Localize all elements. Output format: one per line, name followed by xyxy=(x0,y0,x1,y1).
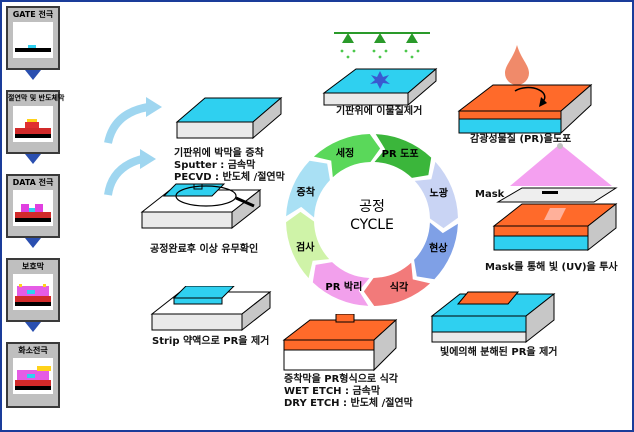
caption-etch-line1: 증착막을 PR형식으로 식각 xyxy=(284,374,398,385)
cycle-segment-label: 식각 xyxy=(390,280,409,293)
cycle-segment xyxy=(312,262,370,306)
cycle-segment-label: PR 박리 xyxy=(325,280,362,293)
develop-illustration xyxy=(430,291,556,344)
cycle-segment-label: 현상 xyxy=(429,242,448,255)
down-arrow-icon xyxy=(25,154,41,164)
cycle-segment-label: 세정 xyxy=(336,147,354,160)
left-step-label: 화소전극 xyxy=(18,346,48,355)
cycle-segment-label: 검사 xyxy=(296,240,315,253)
cycle-title-line1: 공정 xyxy=(359,199,385,215)
caption-inspect: 공정완료후 이상 유무확인 xyxy=(150,244,259,255)
left-step-label: 절연막 및 반도체막 xyxy=(8,94,65,102)
caption-pr-coat: 감광성물질 (PR)을도포 xyxy=(470,134,572,145)
etch-illustration xyxy=(282,314,398,372)
caption-etch-line2: WET ETCH : 금속막 xyxy=(284,386,381,397)
cycle-segment xyxy=(286,160,330,218)
left-step-label: GATE 전극 xyxy=(12,10,54,19)
cycle-title-line2: CYCLE xyxy=(350,217,394,233)
cycle-title: 공정 CYCLE xyxy=(330,198,414,234)
left-step-data: DATA 전극 xyxy=(6,174,60,238)
caption-etch-line3: DRY ETCH : 반도체 /절연막 xyxy=(284,398,413,409)
left-step-gate: GATE 전극 xyxy=(6,6,60,70)
caption-develop: 빛에의해 분해된 PR을 제거 xyxy=(440,347,558,358)
cycle-segment xyxy=(363,262,431,306)
cycle-segment-label: PR 도포 xyxy=(382,148,419,160)
deposit-illustration xyxy=(175,96,283,140)
cycle-segment xyxy=(374,134,432,178)
left-step-label: DATA 전극 xyxy=(12,178,54,187)
strip-illustration xyxy=(150,286,272,332)
left-step-passivation: 보호막 xyxy=(6,258,60,322)
caption-deposit-line3: PECVD : 반도체 /절연막 xyxy=(174,172,285,183)
left-step-image xyxy=(13,358,53,394)
down-arrow-icon xyxy=(25,238,41,248)
cycle-segment xyxy=(286,211,330,279)
curved-arrows xyxy=(104,97,162,196)
down-arrow-icon xyxy=(25,70,41,80)
cycle-segment xyxy=(313,134,381,178)
caption-expose: Mask를 통해 빛 (UV)을 투사 xyxy=(485,262,618,273)
caption-deposit-line2: Sputter : 금속막 xyxy=(174,160,256,171)
left-step-insulator: 절연막 및 반도체막 xyxy=(6,90,65,154)
caption-etch: 증착막을 PR형식으로 식각 WET ETCH : 금속막 DRY ETCH :… xyxy=(284,374,413,410)
left-step-image xyxy=(13,274,53,310)
clean-illustration xyxy=(322,32,438,107)
cycle-segment xyxy=(414,161,458,229)
down-arrow-icon xyxy=(25,322,41,332)
left-step-image xyxy=(13,106,53,142)
caption-deposit-line1: 기판위에 박막을 증착 xyxy=(174,148,264,159)
expose-illustration xyxy=(492,143,618,252)
left-step-label: 보호막 xyxy=(21,262,45,271)
left-step-pixel: 화소전극 xyxy=(6,342,60,408)
inspect-illustration xyxy=(140,183,262,230)
caption-mask-label: Mask xyxy=(475,189,505,200)
left-step-image xyxy=(13,190,53,226)
caption-deposit: 기판위에 박막을 증착 Sputter : 금속막 PECVD : 반도체 /절… xyxy=(174,148,285,184)
cycle-segment-label: 증착 xyxy=(297,185,316,198)
pr-coat-illustration xyxy=(457,45,593,135)
cycle-segment-label: 노광 xyxy=(430,188,449,200)
cycle-segment xyxy=(414,222,458,280)
caption-strip: Strip 약액으로 PR을 제거 xyxy=(152,336,270,347)
caption-clean: 기판위에 이물질제거 xyxy=(336,106,423,117)
left-step-image xyxy=(13,22,53,58)
